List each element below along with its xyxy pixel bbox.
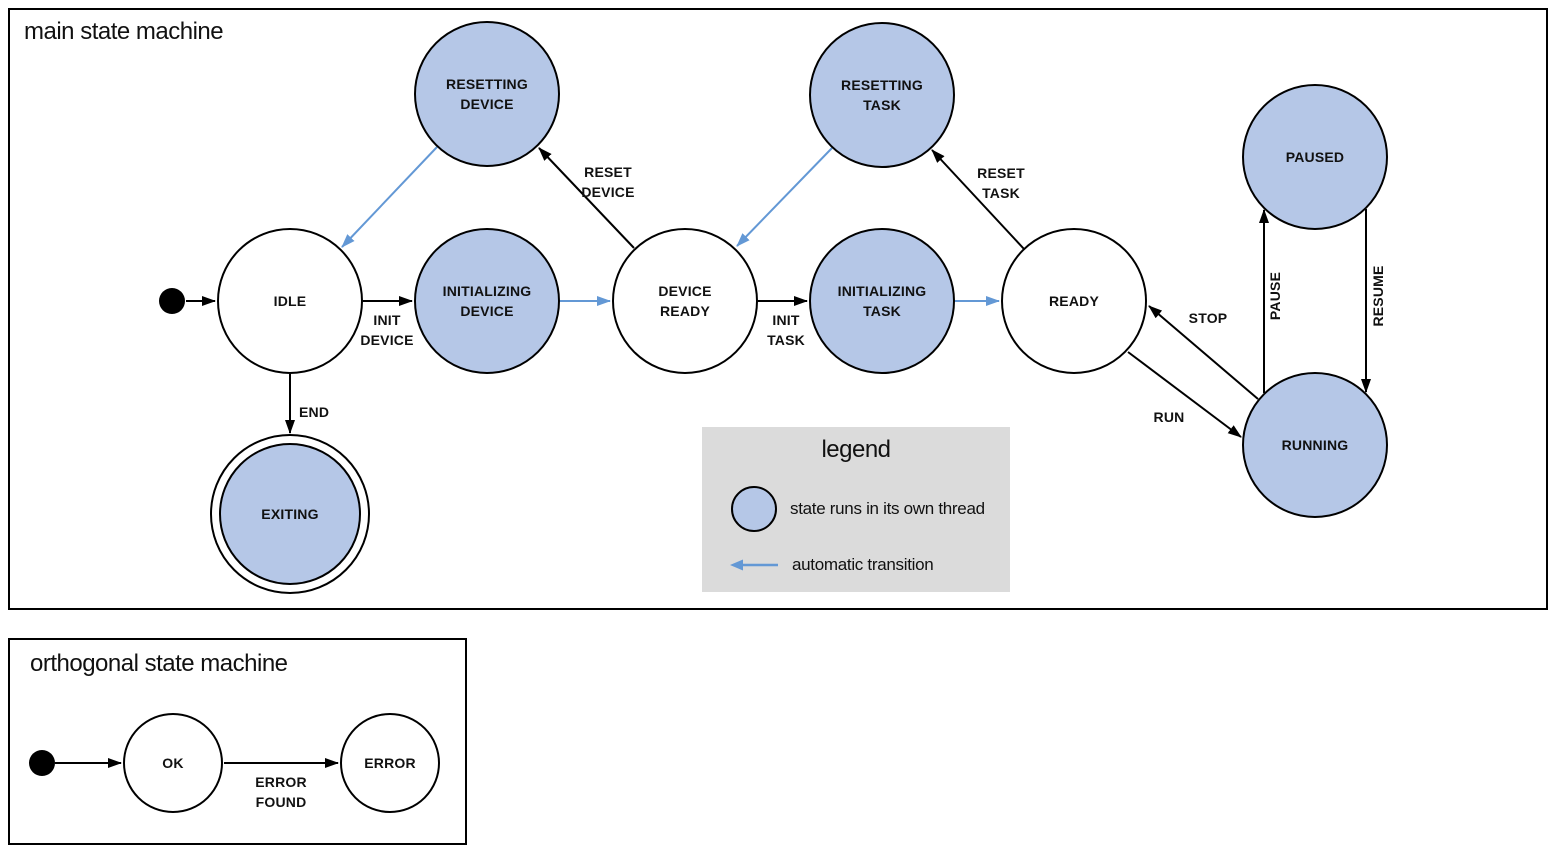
legend-item-threaded-state-label: state runs in its own thread (790, 499, 985, 518)
main-state-initializing-task: INITIALIZING TASK (809, 228, 955, 374)
state-label: DEVICE (460, 96, 513, 112)
orthogonal-transition-ok-to-error: ERROR FOUND (224, 758, 339, 810)
state-label: PAUSED (1286, 149, 1345, 165)
main-transition-device-ready-to-resetting-device: RESET DEVICE (538, 147, 635, 249)
state-label: RESETTING (841, 77, 923, 93)
main-transition-label: INIT (373, 312, 400, 328)
orthogonal-state-error: ERROR (340, 713, 440, 813)
main-state-idle: IDLE (217, 228, 363, 374)
main-transition-paused-to-running: RESUME (1361, 209, 1386, 393)
main-transition-label: END (299, 404, 329, 420)
main-transition-running-to-ready: STOP (1148, 305, 1259, 400)
state-label: READY (660, 303, 710, 319)
main-transition-ready-to-resetting-task: RESET TASK (931, 149, 1025, 250)
orthogonal-transition-label: ERROR (255, 774, 307, 790)
legend-box: legend state runs in its own thread auto… (702, 427, 1010, 592)
state-label: TASK (863, 97, 901, 113)
main-transition-resetting-task-to-device-ready (736, 147, 833, 247)
main-initial-state-dot (159, 288, 185, 314)
main-transition-label: INIT (772, 312, 799, 328)
orthogonal-state-machine-frame: orthogonal state machine (8, 638, 467, 845)
main-transition-label: PAUSE (1267, 272, 1283, 320)
state-label: DEVICE (658, 283, 711, 299)
main-state-resetting-device: RESETTING DEVICE (414, 21, 560, 167)
state-label: RUNNING (1282, 437, 1349, 453)
main-state-machine-frame: main state machine (8, 8, 1548, 610)
main-transition-idle-to-exiting: END (285, 374, 329, 434)
main-state-initializing-device: INITIALIZING DEVICE (414, 228, 560, 374)
orthogonal-transition-label: FOUND (256, 794, 307, 810)
state-label: DEVICE (460, 303, 513, 319)
orthogonal-state-machine-title: orthogonal state machine (30, 650, 288, 677)
main-transition-label: RUN (1154, 409, 1185, 425)
main-state-ready: READY (1001, 228, 1147, 374)
main-transition-label: DEVICE (581, 184, 634, 200)
main-transition-label: RESET (584, 164, 632, 180)
main-transition-label: RESET (977, 165, 1025, 181)
main-state-device-ready: DEVICE READY (612, 228, 758, 374)
main-transition-label: RESUME (1370, 265, 1386, 326)
main-state-running: RUNNING (1242, 372, 1388, 518)
orthogonal-initial-state-dot (29, 750, 55, 776)
state-label: TASK (863, 303, 901, 319)
main-transition-resetting-device-to-idle (341, 146, 438, 248)
main-transition-ready-to-running: RUN (1127, 351, 1242, 438)
state-label: INITIALIZING (443, 283, 532, 299)
state-label: EXITING (261, 506, 318, 522)
state-label: OK (162, 755, 183, 771)
main-state-resetting-task: RESETTING TASK (809, 22, 955, 168)
orthogonal-state-ok: OK (123, 713, 223, 813)
main-transition-running-to-paused: PAUSE (1259, 209, 1283, 393)
state-label: IDLE (274, 293, 307, 309)
state-label: READY (1049, 293, 1099, 309)
main-state-machine-title: main state machine (24, 18, 224, 45)
main-transition-idle-to-initializing-device: INIT DEVICE (360, 296, 413, 348)
automatic-transition-arrow-icon (730, 559, 778, 571)
threaded-state-icon (731, 486, 777, 532)
legend-title: legend (821, 436, 891, 463)
main-transition-label: DEVICE (360, 332, 413, 348)
main-state-exiting: EXITING (210, 434, 370, 594)
main-transition-label: STOP (1189, 310, 1228, 326)
state-label: INITIALIZING (838, 283, 927, 299)
main-transition-label: TASK (982, 185, 1020, 201)
state-label: ERROR (364, 755, 416, 771)
state-label: RESETTING (446, 76, 528, 92)
main-transition-device-ready-to-initializing-task: INIT TASK (758, 296, 808, 348)
legend-item-auto-transition-label: automatic transition (792, 555, 934, 574)
main-state-paused: PAUSED (1242, 84, 1388, 230)
main-transition-label: TASK (767, 332, 805, 348)
